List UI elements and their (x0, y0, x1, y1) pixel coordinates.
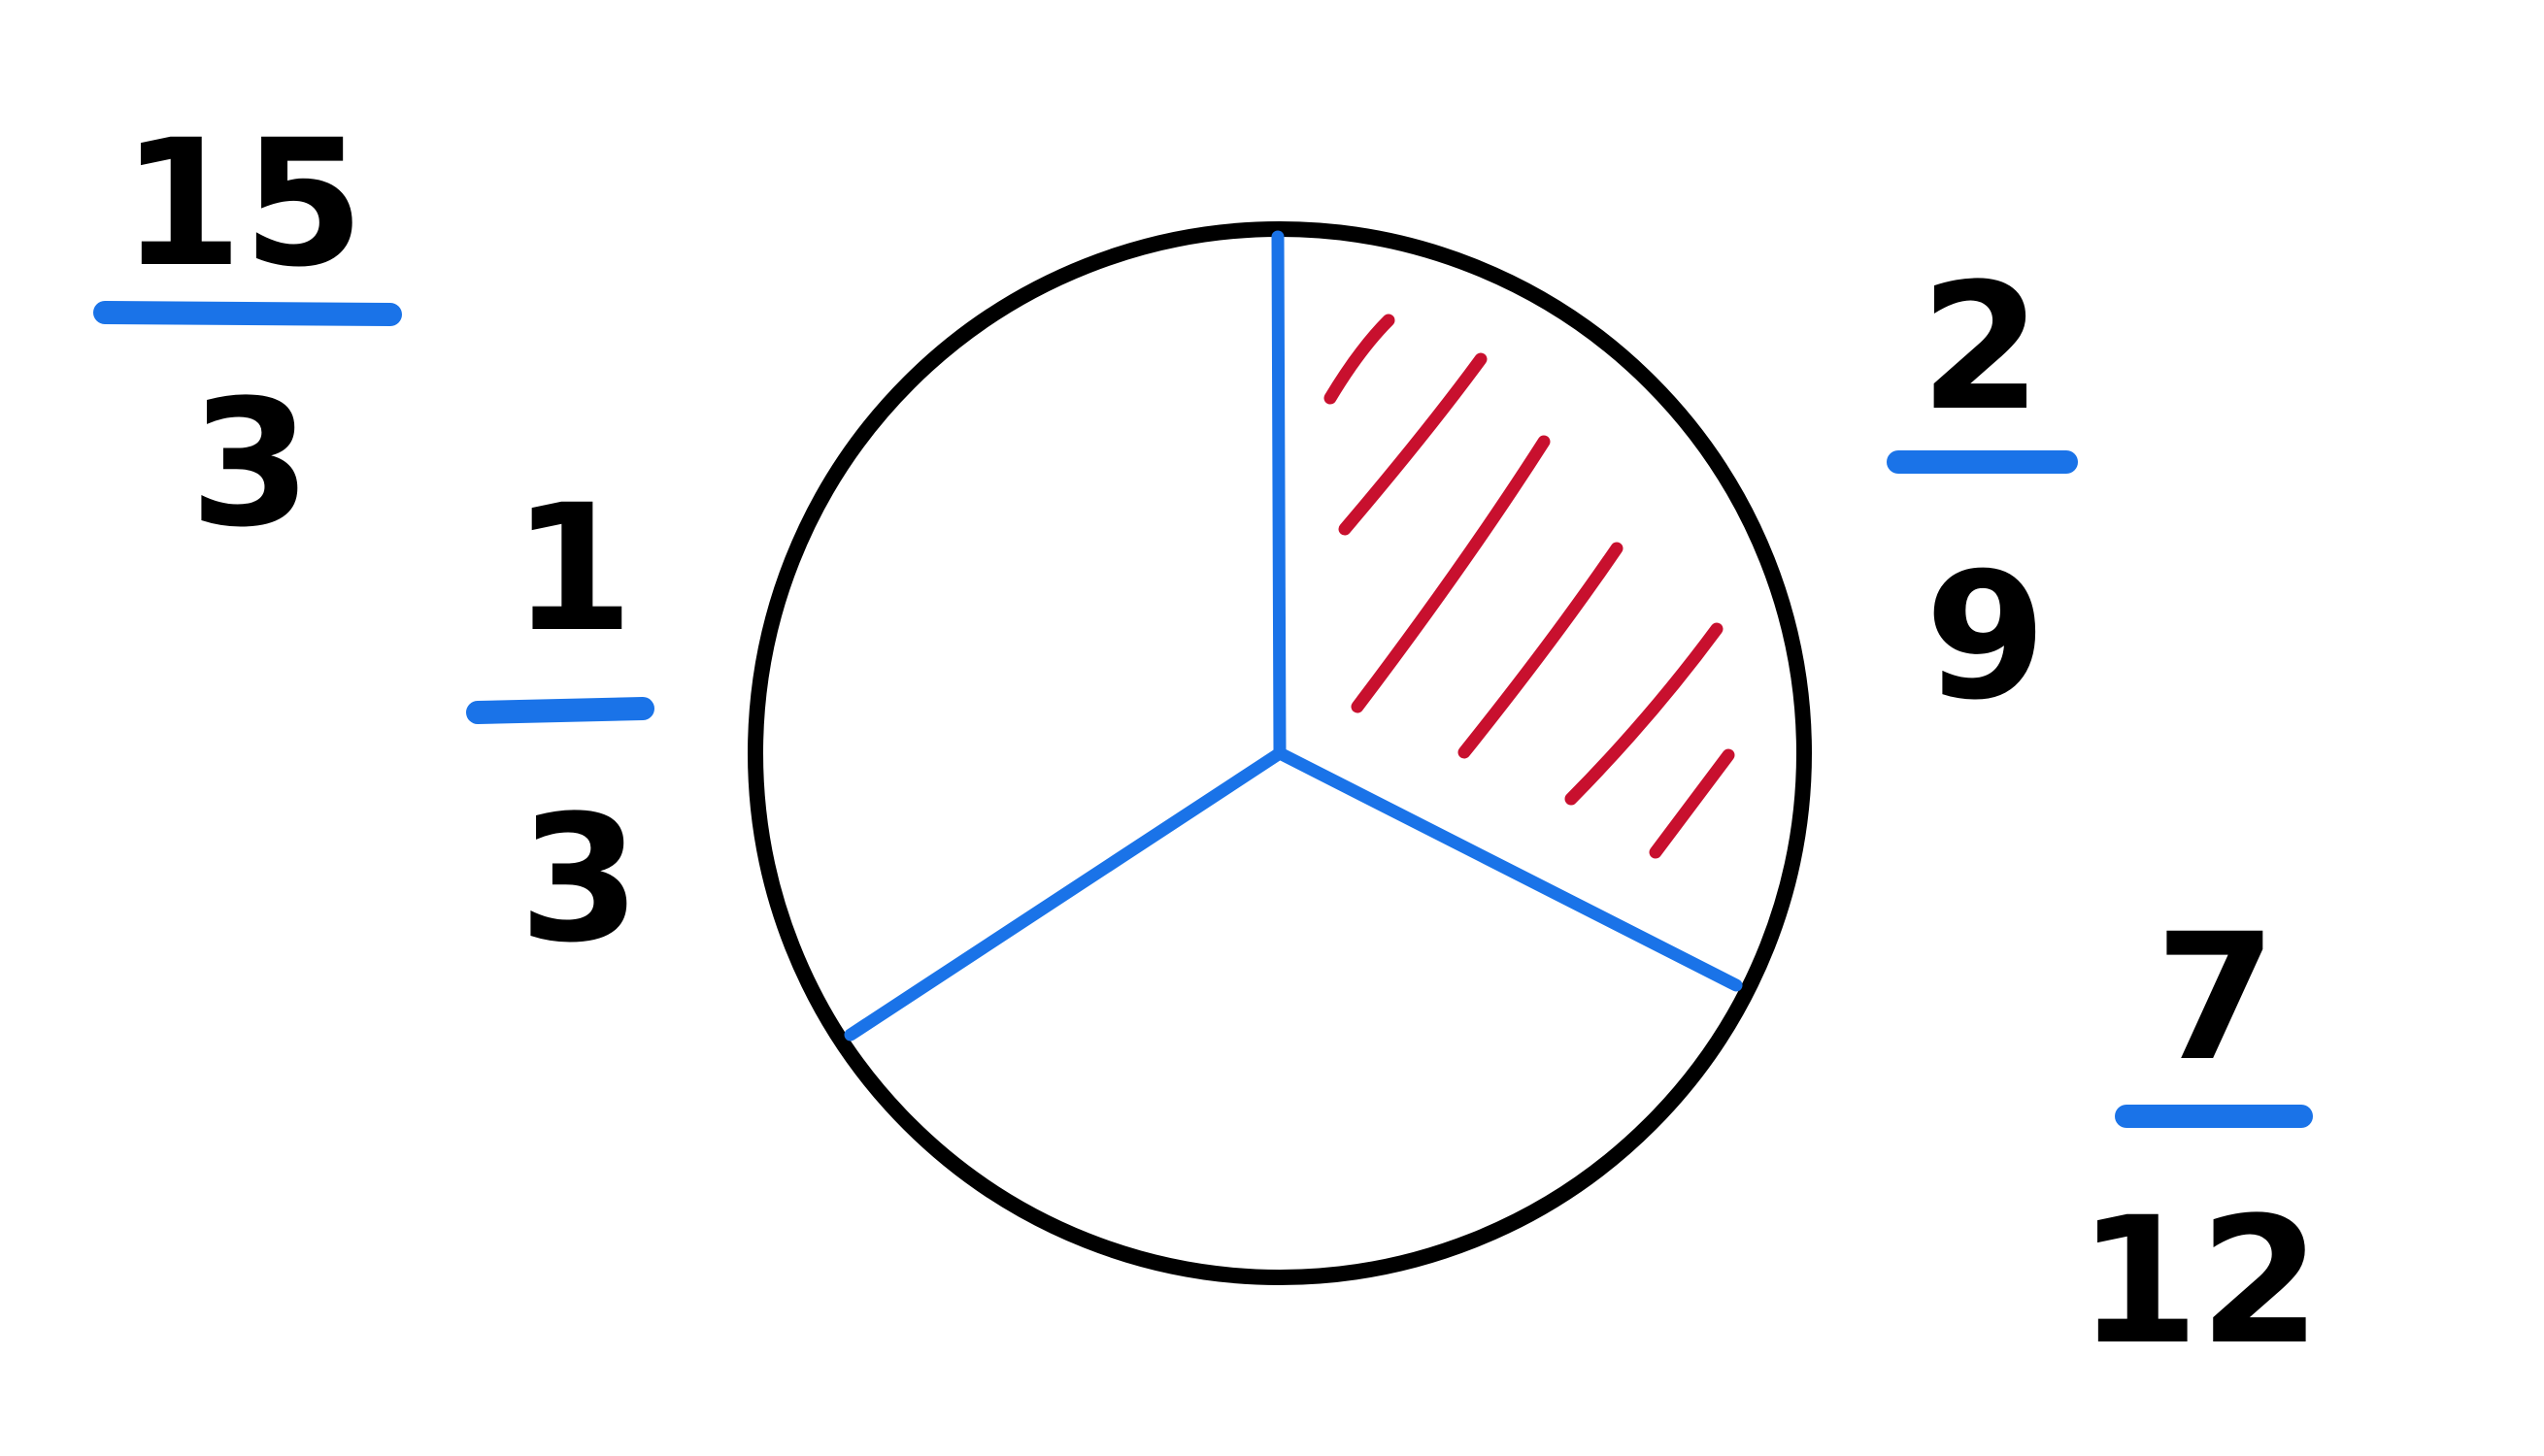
fraction-numerator: 7 (2155, 897, 2276, 1100)
fraction-denominator: 3 (189, 363, 311, 566)
fraction-denominator: 12 (2078, 1180, 2322, 1383)
hatch-stroke-2 (1338, 352, 1488, 536)
sector-dividers (844, 230, 1743, 1042)
fraction-bar (93, 301, 402, 326)
fraction-1-over-3: 1 3 (466, 468, 654, 981)
fraction-2-over-9: 2 9 (1887, 247, 2078, 739)
divider-top (1271, 230, 1287, 760)
divider-lower-right (1273, 746, 1743, 992)
shaded-sector-hatching (1323, 314, 1735, 859)
hatch-stroke-6 (1649, 748, 1735, 859)
fraction-denominator: 9 (1925, 536, 2046, 739)
fraction-numerator: 1 (512, 468, 633, 671)
hatch-stroke-5 (1564, 622, 1724, 806)
divider-lower-left (844, 746, 1287, 1042)
hatch-stroke-3 (1351, 435, 1551, 713)
circle-outline (748, 221, 1812, 1285)
hatch-stroke-4 (1457, 542, 1623, 759)
divided-circle (748, 221, 1812, 1285)
fraction-7-over-12: 7 12 (2078, 897, 2322, 1383)
fraction-numerator: 15 (121, 103, 365, 306)
hatch-stroke-1 (1323, 314, 1395, 405)
fraction-bar (466, 697, 654, 724)
fraction-denominator: 3 (519, 778, 640, 981)
fraction-15-over-3: 15 3 (93, 103, 402, 566)
fraction-numerator: 2 (1920, 247, 2041, 449)
